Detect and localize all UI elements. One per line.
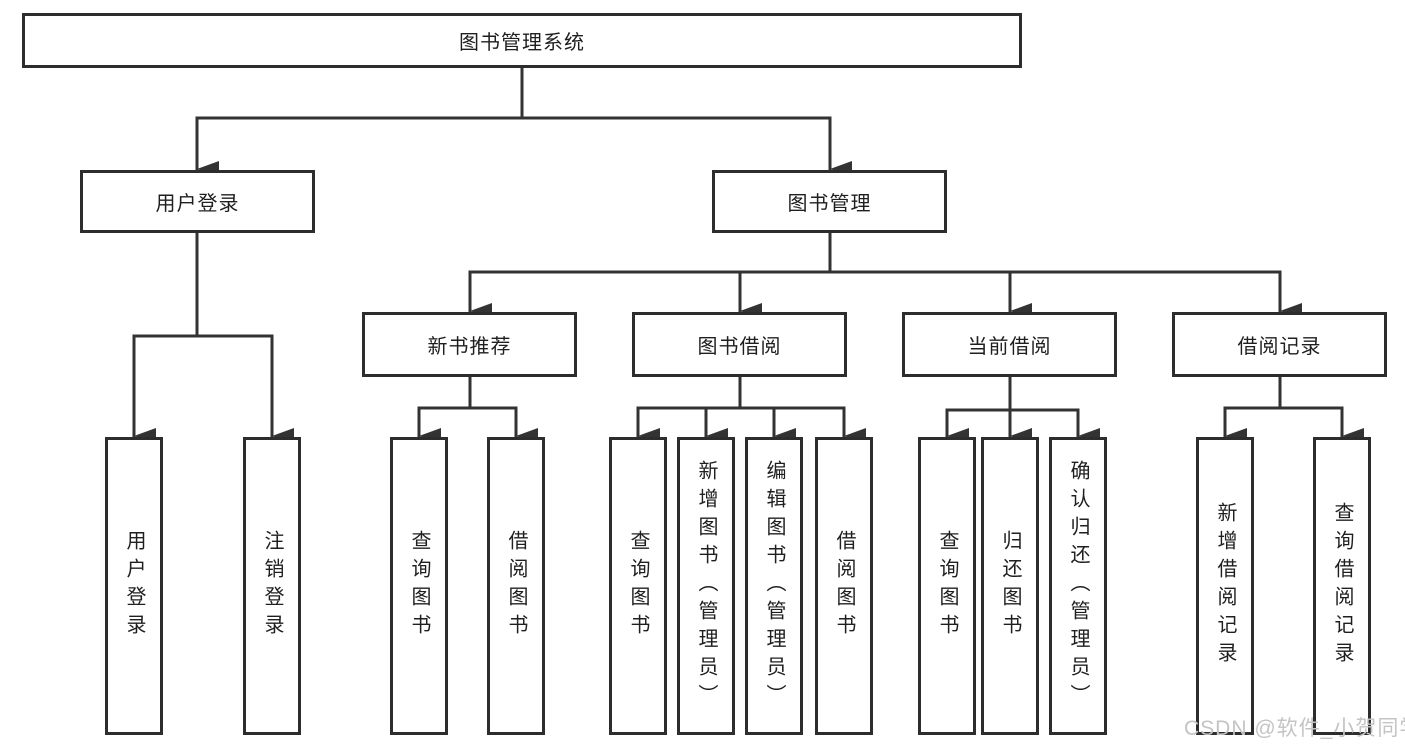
node-system-root: 图书管理系统: [22, 13, 1022, 68]
node-label: 注销登录: [261, 530, 283, 642]
leaf-edit-book-admin: 编辑图书（管理员）: [745, 437, 803, 735]
leaf-borrow-books: 借阅图书: [815, 437, 873, 735]
node-label: 用户登录: [155, 193, 240, 215]
node-label: 确认归还（管理员）: [1067, 460, 1089, 712]
leaf-add-borrow-record: 新增借阅记录: [1196, 437, 1254, 735]
node-label: 图书管理: [787, 193, 872, 215]
watermark: CSDN @软件_小贺同学: [1184, 717, 1405, 740]
node-label: 新书推荐: [427, 336, 512, 358]
leaf-add-book-admin: 新增图书（管理员）: [677, 437, 735, 735]
leaf-borrow-books-recommend: 借阅图书: [487, 437, 545, 735]
leaf-logout: 注销登录: [243, 437, 301, 735]
leaf-query-books-borrow: 查询图书: [609, 437, 667, 735]
leaf-query-books-current: 查询图书: [918, 437, 976, 735]
node-user-login: 用户登录: [80, 170, 315, 233]
node-label: 用户登录: [123, 530, 145, 642]
node-label: 查询借阅记录: [1331, 502, 1353, 670]
node-label: 归还图书: [999, 530, 1021, 642]
leaf-confirm-return-admin: 确认归还（管理员）: [1049, 437, 1107, 735]
node-label: 编辑图书（管理员）: [763, 460, 785, 712]
node-label: 当前借阅: [967, 336, 1052, 358]
node-borrow-records: 借阅记录: [1172, 312, 1387, 377]
leaf-query-books-recommend: 查询图书: [390, 437, 448, 735]
node-new-book-recommend: 新书推荐: [362, 312, 577, 377]
node-book-borrow: 图书借阅: [632, 312, 847, 377]
leaf-user-login: 用户登录: [105, 437, 163, 735]
leaf-query-borrow-record: 查询借阅记录: [1313, 437, 1371, 735]
node-label: 图书管理系统: [459, 32, 585, 54]
leaf-return-book: 归还图书: [981, 437, 1039, 735]
node-label: 查询图书: [627, 530, 649, 642]
node-current-borrow: 当前借阅: [902, 312, 1117, 377]
node-label: 查询图书: [408, 530, 430, 642]
node-label: 查询图书: [936, 530, 958, 642]
node-label: 图书借阅: [697, 336, 782, 358]
node-label: 借阅图书: [833, 530, 855, 642]
node-label: 新增图书（管理员）: [695, 460, 717, 712]
node-label: 借阅图书: [505, 530, 527, 642]
node-label: 借阅记录: [1237, 336, 1322, 358]
node-book-management: 图书管理: [712, 170, 947, 233]
node-label: 新增借阅记录: [1214, 502, 1236, 670]
